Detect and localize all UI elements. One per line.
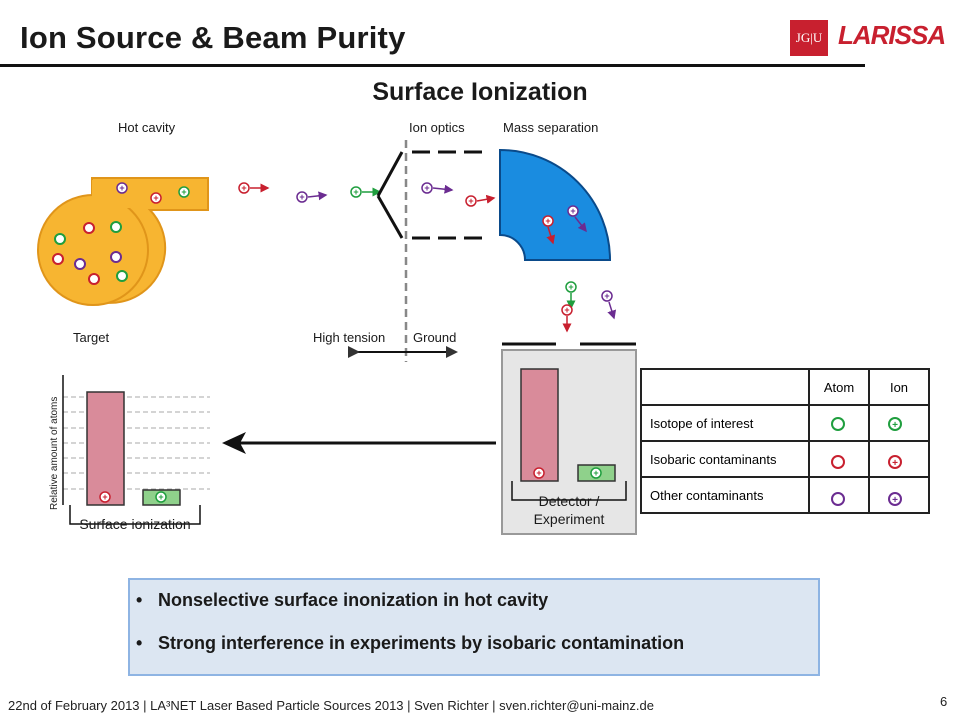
legend-header-atom: Atom (808, 368, 870, 406)
svg-text:+: + (545, 216, 550, 226)
page-title: Ion Source & Beam Purity (20, 20, 406, 55)
svg-text:+: + (564, 305, 569, 315)
svg-text:+: + (299, 192, 304, 202)
svg-text:+: + (181, 187, 186, 197)
larissa-logo: LARISSA (838, 20, 946, 50)
page-number: 6 (940, 694, 948, 709)
svg-text:+: + (593, 468, 598, 478)
svg-text:+: + (424, 183, 429, 193)
return-arrow (222, 432, 246, 454)
svg-text:+: + (158, 492, 163, 502)
svg-text:+: + (568, 282, 573, 292)
bullet-item: Strong interference in experiments by is… (136, 633, 818, 654)
target-atoms (52, 221, 128, 285)
legend-row-isobaric: Isobaric contaminants (640, 440, 810, 478)
label-ion-optics: Ion optics (409, 120, 465, 135)
target-disc (37, 194, 149, 306)
label-hot-cavity: Hot cavity (118, 120, 176, 135)
label-mass-separation: Mass separation (503, 120, 599, 135)
svg-text:+: + (102, 492, 107, 502)
mass-separator (499, 148, 612, 261)
label-experiment: Experiment (533, 511, 605, 527)
label-high-tension: High tension (313, 330, 386, 345)
footer-text: 22nd of February 2013 | LA³NET Laser Bas… (8, 698, 654, 713)
svg-text:+: + (570, 206, 575, 216)
diagram-subtitle: Surface Ionization (372, 78, 588, 106)
legend-table: Atom Ion Isotope of interest Isobaric co… (640, 368, 930, 514)
ion-optics (376, 150, 490, 240)
legend-header-ion: Ion (868, 368, 930, 406)
label-surface-ionization: Surface ionization (79, 516, 191, 532)
svg-text:+: + (119, 183, 124, 193)
legend-row-interest: Isotope of interest (640, 404, 810, 442)
svg-text:+: + (468, 196, 473, 206)
detector-bar-isobaric (520, 368, 559, 482)
bullet-box: Nonselective surface inonization in hot … (128, 578, 820, 676)
surface-ionization-chart: + + (62, 375, 210, 525)
label-ground: Ground (413, 330, 457, 345)
bullet-item: Nonselective surface inonization in hot … (136, 590, 818, 611)
cavity-ions: + + + (116, 182, 190, 204)
label-detector: Detector / (538, 493, 600, 509)
legend-row-other: Other contaminants (640, 476, 810, 514)
label-target: Target (73, 330, 110, 345)
beam-ions: + + + + + (238, 182, 496, 207)
svg-text:+: + (604, 291, 609, 301)
title-rule (0, 64, 865, 67)
chart-y-label: Relative amount of atoms (49, 397, 60, 510)
separator-ions: + + + + + (542, 205, 617, 333)
svg-text:+: + (536, 468, 541, 478)
svg-text:+: + (353, 187, 358, 197)
svg-text:+: + (153, 193, 158, 203)
jgu-logo: JG|U (790, 20, 828, 56)
chart-bar-isobaric (86, 391, 125, 506)
svg-text:+: + (241, 183, 246, 193)
